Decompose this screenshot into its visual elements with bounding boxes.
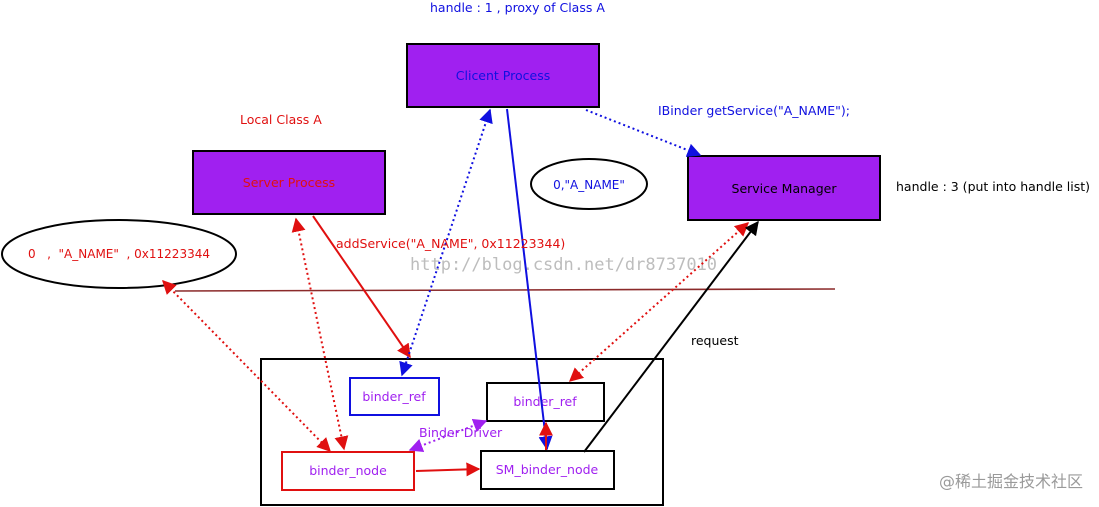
arrow-client-to-service-manager	[585, 109, 702, 157]
binder-driver-label: Binder Driver	[419, 425, 503, 440]
server-process-label: Server Process	[243, 175, 335, 190]
binder-ref-black-box: binder_ref	[486, 382, 605, 422]
service-manager-label: Service Manager	[732, 181, 838, 196]
arrow-client-binder-ref-dotted	[399, 108, 493, 377]
arrow-binder-node-to-sm-node	[415, 462, 481, 477]
local-class-label: Local Class A	[240, 112, 322, 127]
server-process-box: Server Process	[192, 150, 386, 215]
binder-ref-blue-box: binder_ref	[349, 377, 440, 416]
arrow-binder-node-binder-ref-dotted	[408, 418, 488, 453]
client-process-box: Clicent Process	[406, 43, 600, 108]
handle-proxy-label: handle : 1 , proxy of Class A	[430, 0, 605, 15]
server-entry-label: 0 , "A_NAME" , 0x11223344	[28, 247, 210, 261]
binder-ref-black-label: binder_ref	[513, 394, 577, 409]
service-manager-box: Service Manager	[687, 155, 881, 221]
kernel-boundary-line	[174, 288, 836, 292]
arrow-client-to-sm-binder-node	[506, 108, 553, 451]
add-service-label: addService("A_NAME", 0x11223344)	[336, 236, 565, 251]
get-service-label: IBinder getService("A_NAME");	[658, 103, 850, 118]
server-entry-ellipse: 0 , "A_NAME" , 0x11223344	[1, 219, 237, 289]
request-label: request	[691, 333, 739, 348]
binder-node-label: binder_node	[309, 463, 387, 478]
handle-sm-label: handle : 3 (put into handle list)	[896, 179, 1090, 194]
arrow-sm-binder-ref-dotted	[568, 222, 750, 382]
corner-watermark: @稀土掘金技术社区	[939, 472, 1083, 491]
arrow-server-entry-binder-node-dotted	[162, 280, 331, 452]
watermark-url: http://blog.csdn.net/dr8737010	[410, 255, 717, 275]
arrow-sm-node-to-service-manager	[583, 220, 759, 453]
client-process-label: Clicent Process	[456, 68, 550, 83]
sm-entry-label: 0,"A_NAME"	[553, 178, 625, 192]
binder-node-box: binder_node	[281, 451, 415, 491]
sm-binder-node-label: SM_binder_node	[496, 462, 599, 477]
arrow-server-binder-node-dotted	[291, 217, 349, 451]
sm-entry-ellipse: 0,"A_NAME"	[530, 158, 648, 210]
binder-ref-blue-label: binder_ref	[362, 389, 426, 404]
sm-binder-node-box: SM_binder_node	[480, 450, 615, 490]
